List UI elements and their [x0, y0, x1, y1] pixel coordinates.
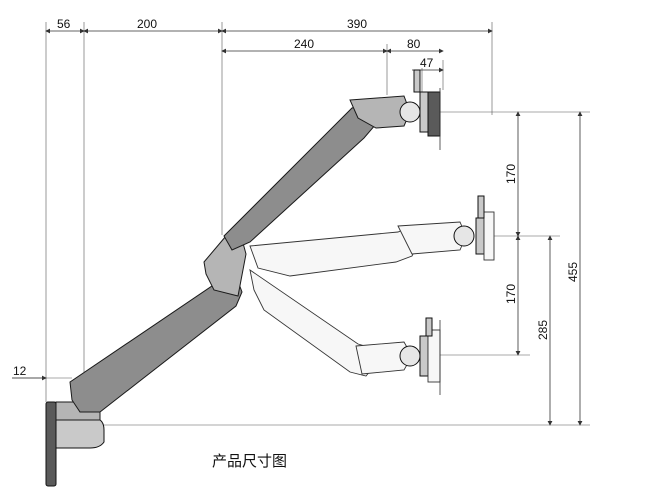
lower-arm: [69, 231, 247, 413]
dim-80: 80: [407, 37, 421, 51]
dim-455: 455: [566, 262, 580, 282]
horizontal-dimensions: [12, 28, 493, 381]
dim-390: 390: [347, 17, 367, 31]
upper-arm-lowered: [249, 269, 441, 395]
upper-arm-raised: [223, 69, 441, 251]
dim-170-top: 170: [504, 164, 518, 184]
dim-200: 200: [137, 17, 157, 31]
vertical-dimensions: [515, 111, 583, 426]
dim-12: 12: [13, 364, 27, 378]
upper-arm-level: [249, 195, 495, 277]
wall-mount: [45, 401, 105, 487]
dim-285: 285: [536, 320, 550, 340]
dim-240: 240: [294, 37, 314, 51]
dim-56: 56: [57, 17, 71, 31]
diagram-caption: 产品尺寸图: [212, 452, 287, 470]
dimension-labels: 56 200 390 240 80 47 12 170 170 285 455: [13, 17, 580, 378]
dim-47: 47: [420, 56, 434, 70]
dim-170-bottom: 170: [504, 284, 518, 304]
